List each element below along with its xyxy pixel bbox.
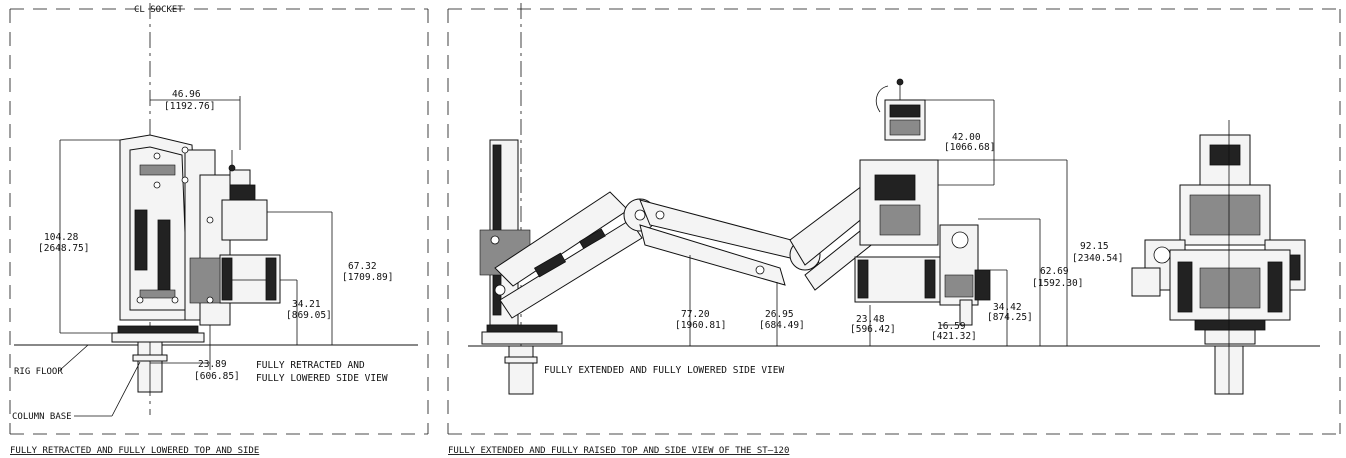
dim-26-95-mm: [684.49] [759, 320, 805, 331]
dim-16-59-mm: [421.32] [931, 331, 977, 342]
dim-34-21-mm: [869.05] [286, 310, 332, 321]
dim-67-32-mm: [1709.89] [342, 272, 393, 283]
dim-34-42: 34.42 [993, 302, 1022, 313]
dim-77-20: 77.20 [681, 309, 710, 320]
dim-92-15: 92.15 [1080, 241, 1109, 252]
dim-42-00-mm: [1066.68] [944, 142, 995, 153]
right-view-note: FULLY EXTENDED AND FULLY LOWERED SIDE VI… [544, 365, 784, 376]
column-base-label: COLUMN BASE [12, 412, 72, 422]
left-frame [9, 8, 429, 435]
front-view [1131, 120, 1306, 395]
dim-92-15-mm: [2340.54] [1072, 253, 1123, 264]
left-view: 46.96 [1192.76] 104.28 [2648.75] 67.32 [… [12, 3, 418, 422]
dim-42-00: 42.00 [952, 132, 981, 143]
dim-26-95: 26.95 [765, 309, 794, 320]
dim-46-96-mm: [1192.76] [164, 101, 215, 112]
right-frame [447, 8, 1341, 435]
dim-104-28: 104.28 [44, 232, 79, 243]
left-view-note-line2: FULLY LOWERED SIDE VIEW [256, 373, 388, 384]
dim-34-42-mm: [874.25] [987, 312, 1033, 323]
left-caption: FULLY RETRACTED AND FULLY LOWERED TOP AN… [10, 446, 259, 456]
dim-62-69-mm: [1592.30] [1032, 278, 1083, 289]
dim-23-48-mm: [596.42] [850, 324, 896, 335]
dim-34-21: 34.21 [292, 299, 321, 310]
cl-socket-label: CL SOCKET [134, 5, 183, 15]
rig-floor-label: RIG FLOOR [14, 367, 63, 377]
right-caption: FULLY EXTENDED AND FULLY RAISED TOP AND … [448, 446, 789, 456]
dim-104-28-mm: [2648.75] [38, 243, 89, 254]
dim-23-89-mm: [606.85] [194, 371, 240, 382]
dim-23-48: 23.48 [856, 314, 885, 325]
left-view-note-line1: FULLY RETRACTED AND [256, 360, 365, 371]
dim-46-96: 46.96 [172, 89, 201, 100]
dim-67-32: 67.32 [348, 261, 377, 272]
right-view: 42.00 [1066.68] 92.15 [2340.54] 62.69 [1… [468, 3, 1320, 395]
dim-62-69: 62.69 [1040, 266, 1069, 277]
dim-23-89: 23.89 [198, 359, 227, 370]
dim-77-20-mm: [1960.81] [675, 320, 726, 331]
dim-16-59: 16.59 [937, 321, 966, 332]
